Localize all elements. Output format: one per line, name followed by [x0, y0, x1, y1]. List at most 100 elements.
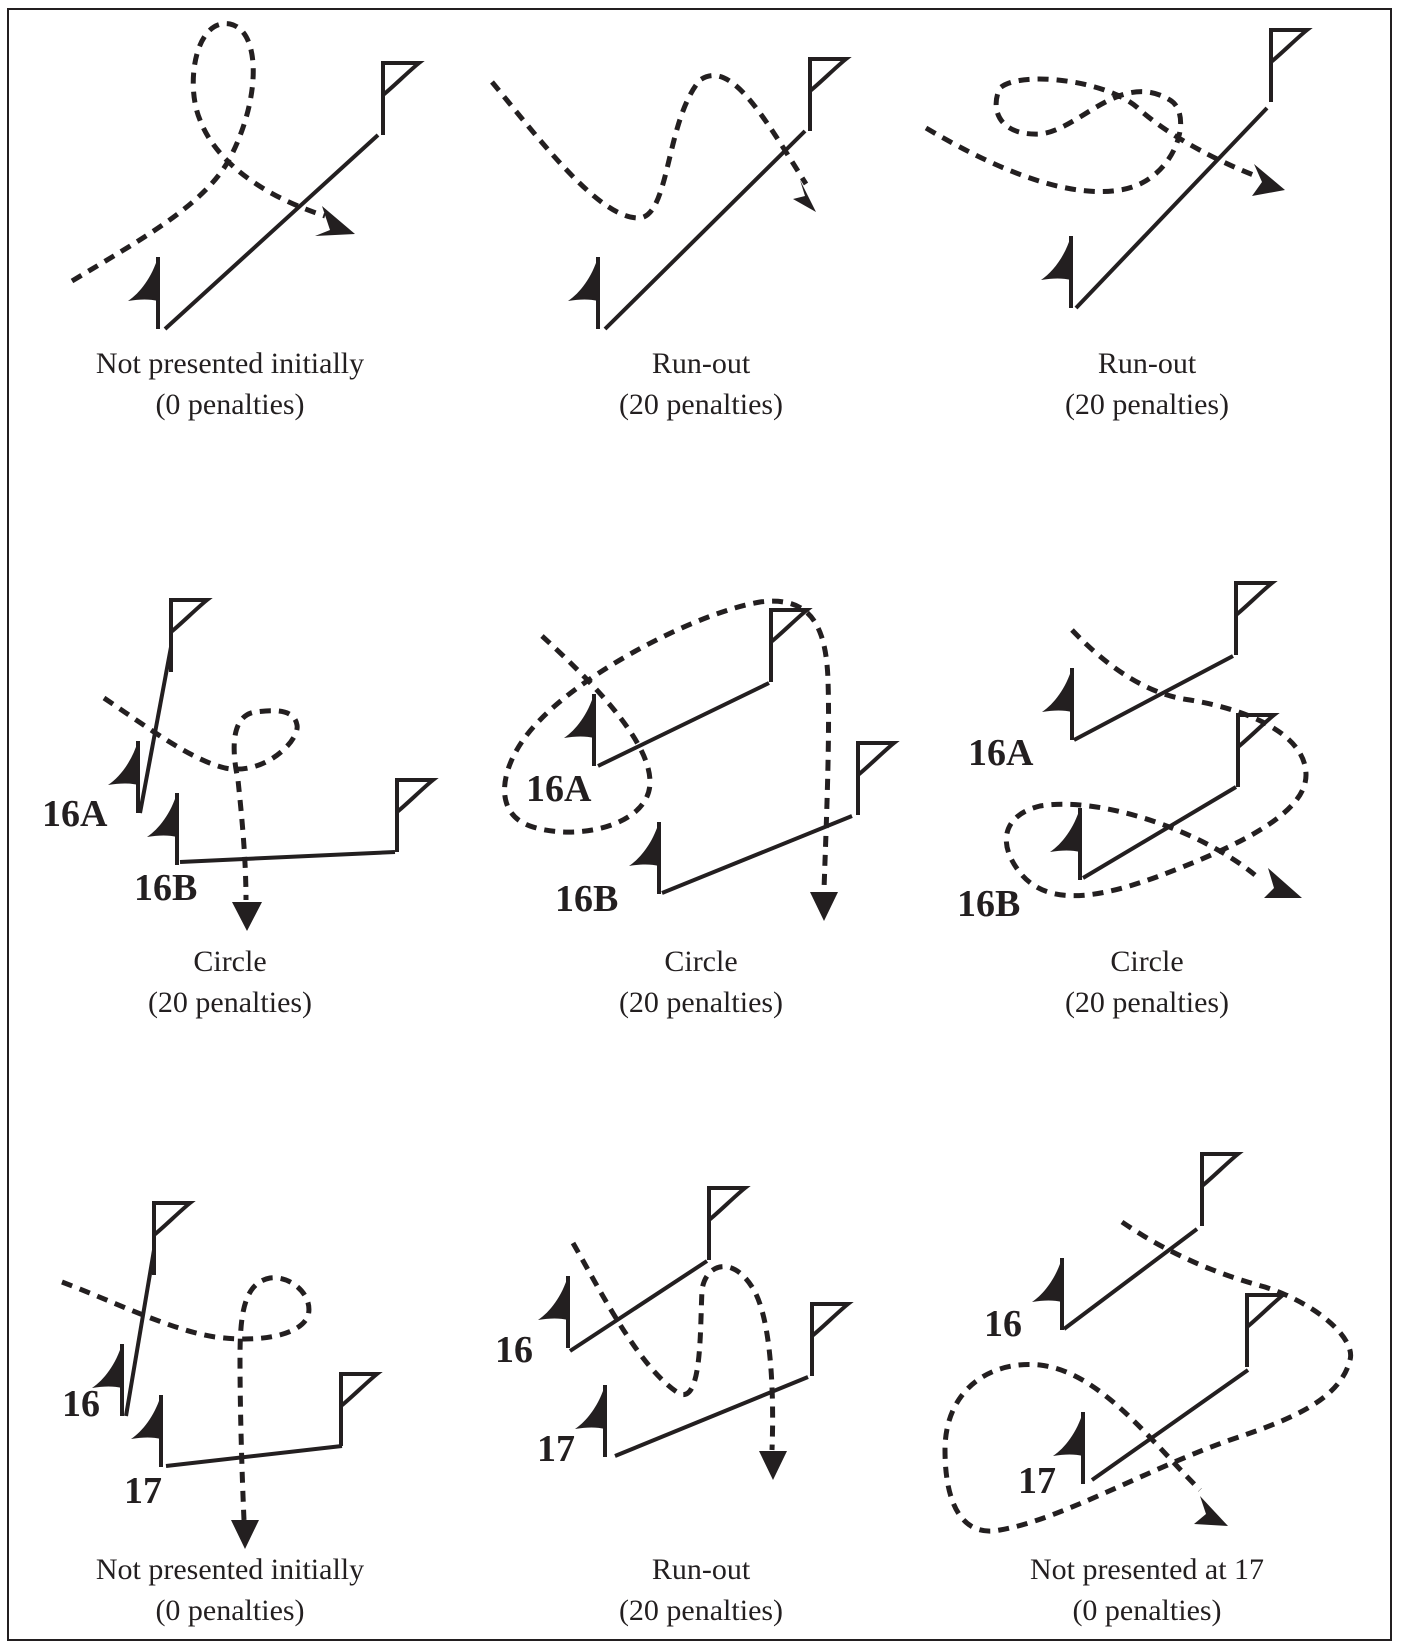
arrow-head	[232, 902, 262, 931]
label-16a: 16A	[526, 768, 592, 810]
panel-penalty: (20 penalties)	[147, 986, 313, 1019]
flag-16b-right	[1236, 713, 1276, 789]
panel-3-caption: Run-out (20 penalties)	[937, 343, 1357, 425]
obstacle-line-b	[661, 814, 853, 895]
label-17: 17	[124, 1470, 162, 1512]
panel-title: Circle	[1110, 945, 1184, 978]
label-17: 17	[537, 1428, 575, 1470]
horse-path	[942, 1219, 1354, 1534]
obstacle-line-b	[1081, 785, 1238, 880]
flag-16a-left	[1040, 666, 1074, 742]
obstacle-line-b	[1090, 1368, 1250, 1482]
arrow-head	[793, 180, 816, 212]
flag-17-left	[573, 1383, 607, 1459]
flag-16b-left	[145, 791, 179, 867]
arrow-head	[759, 1451, 787, 1480]
horse-path	[924, 76, 1257, 194]
flag-17-right	[810, 1302, 850, 1378]
obstacle-line	[1073, 654, 1234, 742]
horse-path	[70, 21, 326, 284]
panel-penalty: (20 penalties)	[1064, 388, 1230, 421]
flag-17-left	[1051, 1410, 1085, 1486]
flag-16-left	[536, 1274, 570, 1350]
panel-title: Circle	[664, 945, 738, 978]
flag-16-right	[1200, 1152, 1240, 1228]
panel-title: Run-out	[651, 1553, 751, 1586]
label-16b: 16B	[957, 883, 1020, 925]
panel-3-diagram	[924, 28, 1309, 310]
panel-1-caption: Not presented initially (0 penalties)	[20, 343, 440, 425]
panel-penalty: (20 penalties)	[618, 1594, 784, 1627]
obstacle-line	[163, 133, 380, 331]
panel-title: Not presented initially	[95, 1553, 365, 1586]
flag-16a-right	[1234, 581, 1274, 657]
panel-5-diagram: 16A 16B	[502, 598, 896, 921]
label-16b: 16B	[555, 878, 618, 920]
horse-path	[570, 1241, 776, 1451]
panel-4-caption: Circle (20 penalties)	[20, 941, 440, 1023]
arrow-head	[810, 892, 838, 921]
panel-penalty: (0 penalties)	[155, 1594, 305, 1627]
obstacle-line	[1062, 1227, 1199, 1331]
flag-16-right	[707, 1186, 747, 1262]
label-16: 16	[495, 1329, 533, 1371]
obstacle-line-b	[179, 850, 396, 864]
horse-path	[61, 1275, 312, 1521]
arrow-head	[1252, 164, 1285, 196]
panel-2-diagram	[490, 57, 848, 331]
panel-9-diagram: 16 17	[942, 1152, 1354, 1534]
flag-17-right	[339, 1372, 379, 1448]
obstacle-line-b	[614, 1375, 809, 1458]
panel-penalty: (20 penalties)	[1064, 986, 1230, 1019]
horse-path	[490, 73, 809, 221]
panel-5-caption: Circle (20 penalties)	[491, 941, 911, 1023]
panel-penalty: (20 penalties)	[618, 986, 784, 1019]
flag-16a-right	[769, 608, 809, 684]
arrow-head	[315, 206, 355, 236]
flag-16-right	[152, 1201, 192, 1277]
flag-16b-left	[627, 820, 661, 896]
panel-title: Not presented initially	[95, 347, 365, 380]
flag-16a-left	[562, 692, 596, 768]
panel-8-diagram: 16 17	[495, 1186, 850, 1480]
panel-2-caption: Run-out (20 penalties)	[491, 343, 911, 425]
right-flag	[381, 61, 421, 137]
label-16a: 16A	[968, 732, 1034, 774]
flag-16b-left	[1048, 806, 1082, 882]
horse-path	[102, 695, 300, 901]
obstacle-line	[124, 1249, 156, 1417]
panel-penalty: (20 penalties)	[618, 388, 784, 421]
left-flag	[126, 255, 160, 331]
flag-17-left	[129, 1393, 163, 1469]
label-17: 17	[1018, 1460, 1056, 1502]
flag-16b-right	[395, 778, 435, 854]
panel-4-diagram: 16A 16B	[42, 598, 435, 931]
horse-path	[1003, 628, 1309, 899]
label-16a: 16A	[42, 793, 108, 835]
left-flag	[1039, 234, 1073, 310]
panel-penalty: (0 penalties)	[155, 388, 305, 421]
label-16: 16	[62, 1383, 100, 1425]
arrow-head	[1264, 868, 1302, 898]
arrow-head	[1194, 1496, 1228, 1526]
obstacle-line	[603, 129, 807, 331]
flag-16b-right	[856, 741, 896, 817]
panel-8-caption: Run-out (20 penalties)	[491, 1549, 911, 1631]
arrow-head	[231, 1520, 259, 1549]
flag-16a-left	[106, 739, 140, 815]
obstacle-line-b	[165, 1444, 343, 1468]
label-16b: 16B	[134, 867, 197, 909]
panel-7-diagram: 16 17	[61, 1201, 379, 1549]
panel-7-caption: Not presented initially (0 penalties)	[20, 1549, 440, 1631]
panel-1-diagram	[70, 21, 421, 331]
left-flag	[566, 255, 600, 331]
obstacle-line	[597, 681, 770, 768]
panel-6-caption: Circle (20 penalties)	[937, 941, 1357, 1023]
panel-title: Run-out	[1097, 347, 1197, 380]
panel-title: Not presented at 17	[1029, 1553, 1265, 1586]
flag-16-left	[1030, 1256, 1064, 1332]
obstacle-line	[1074, 106, 1269, 310]
panel-6-diagram: 16A 16B	[957, 581, 1309, 925]
flag-16a-right	[169, 598, 209, 674]
